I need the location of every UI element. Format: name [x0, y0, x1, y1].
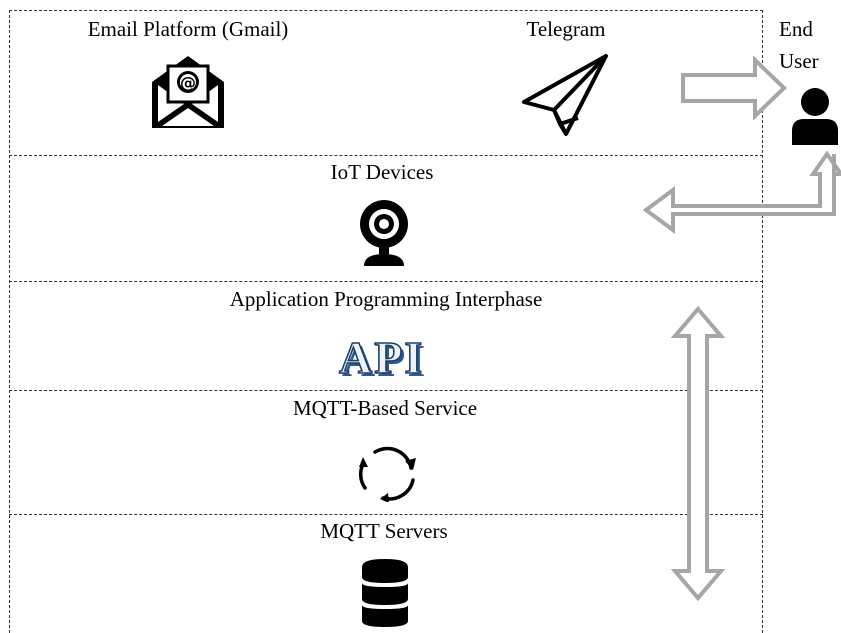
api-layer-label: Application Programming Interphase — [229, 287, 543, 311]
architecture-frame — [9, 10, 763, 633]
telegram-label: Telegram — [526, 17, 606, 41]
webcam-icon — [360, 200, 408, 266]
arrow-telegram-to-end-user — [681, 55, 787, 121]
end-user-label-line1: End — [779, 17, 813, 41]
divider-iot-api — [9, 281, 763, 282]
divider-service-servers — [9, 514, 763, 515]
arrow-end-user-to-iot — [642, 150, 841, 234]
mqtt-servers-label: MQTT Servers — [320, 519, 448, 543]
arrow-bidirectional-api-servers — [670, 305, 726, 602]
sync-arrows-icon — [358, 446, 416, 502]
email-platform-label: Email Platform (Gmail) — [87, 17, 289, 41]
user-icon — [792, 88, 838, 145]
svg-text:@: @ — [180, 73, 196, 92]
paper-plane-icon — [522, 54, 608, 136]
mqtt-service-label: MQTT-Based Service — [292, 396, 478, 420]
divider-api-service — [9, 390, 763, 391]
end-user-label-line2: User — [779, 49, 819, 73]
database-icon — [362, 559, 408, 627]
email-envelope-icon: @ — [152, 56, 224, 128]
iot-devices-label: IoT Devices — [330, 160, 434, 184]
api-logo: API — [338, 332, 425, 383]
divider-top-iot — [9, 155, 763, 156]
